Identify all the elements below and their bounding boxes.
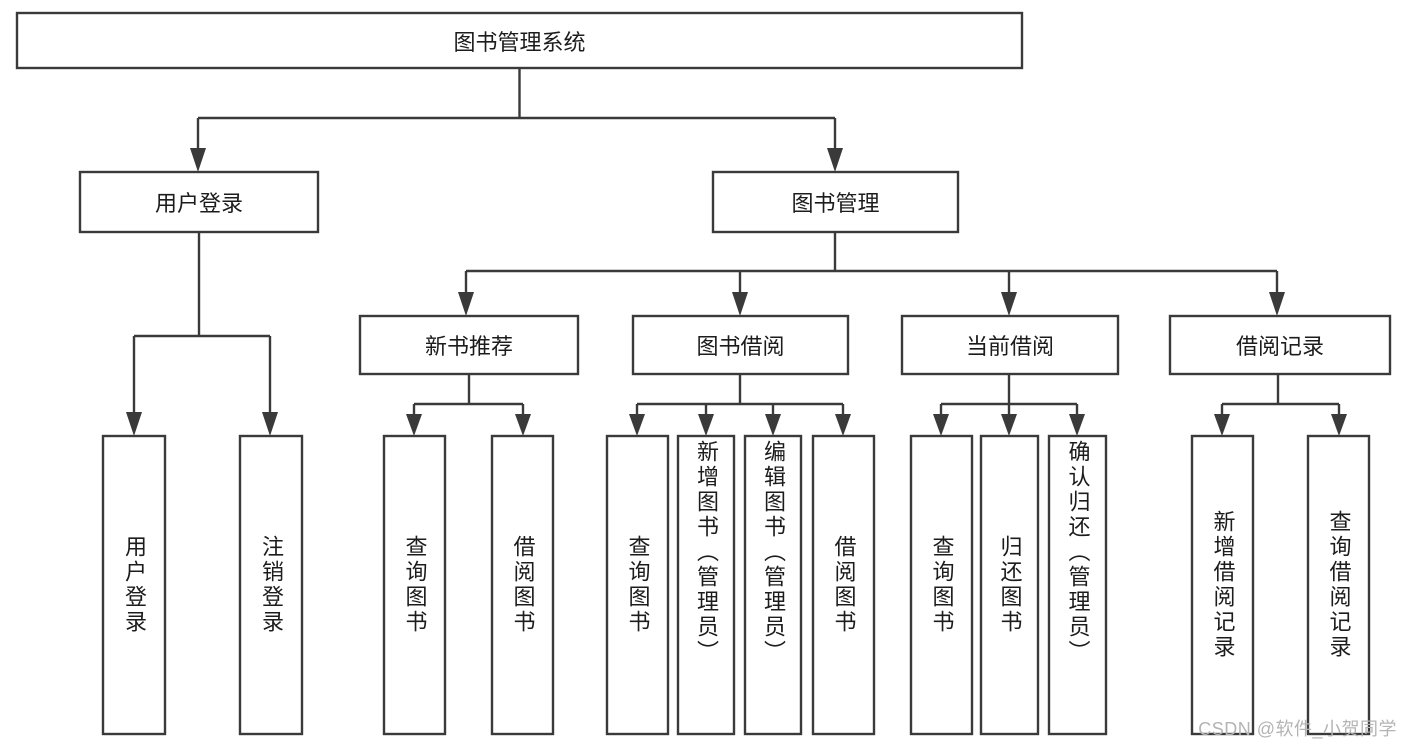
node-current-borrow-box[interactable] bbox=[900, 314, 1120, 376]
leaf-box-query-book-2[interactable] bbox=[605, 434, 670, 736]
arrow-head-leaf-query-record bbox=[1331, 414, 1347, 436]
node-book-management-box[interactable] bbox=[711, 170, 960, 234]
leaf-box-query-book-3[interactable] bbox=[909, 434, 974, 736]
arrow-head-to-new-book-rec bbox=[458, 292, 474, 316]
leaf-box-confirm-return[interactable] bbox=[1047, 434, 1108, 736]
arrow-head-to-borrow-record bbox=[1269, 292, 1285, 316]
node-book-borrow-box[interactable] bbox=[631, 314, 850, 376]
node-root-box[interactable] bbox=[15, 11, 1024, 70]
arrow-head-leaf-edit-book bbox=[765, 414, 781, 436]
arrow-head-to-current-borrow bbox=[1001, 292, 1017, 316]
arrow-head-to-book-mgmt bbox=[827, 148, 843, 172]
arrow-head-leaf-confirm-return bbox=[1069, 414, 1085, 436]
arrow-head-to-user-login bbox=[190, 148, 206, 172]
node-new-book-recommend-box[interactable] bbox=[358, 314, 580, 376]
leaf-box-borrow-book-1[interactable] bbox=[490, 434, 555, 736]
leaf-box-add-book[interactable] bbox=[676, 434, 736, 736]
arrow-head-to-book-borrow bbox=[732, 292, 748, 316]
arrow-head-leaf-query-book-1 bbox=[406, 414, 422, 436]
leaf-box-query-record[interactable] bbox=[1306, 434, 1371, 736]
leaf-box-return-book[interactable] bbox=[979, 434, 1040, 736]
arrow-head-leaf-query-book-2 bbox=[629, 414, 645, 436]
arrow-head-leaf-return-book bbox=[1001, 414, 1017, 436]
node-borrow-record-box[interactable] bbox=[1168, 314, 1392, 376]
arrow-head-leaf-logout bbox=[262, 412, 278, 436]
leaf-box-query-book-1[interactable] bbox=[382, 434, 447, 736]
arrow-head-leaf-add-record bbox=[1214, 414, 1230, 436]
leaf-box-add-record[interactable] bbox=[1190, 434, 1255, 736]
arrow-head-leaf-borrow-book-2 bbox=[835, 414, 851, 436]
arrow-head-leaf-user-login bbox=[126, 412, 142, 436]
arrow-head-leaf-add-book bbox=[698, 414, 714, 436]
leaf-box-borrow-book-2[interactable] bbox=[811, 434, 876, 736]
leaf-box-edit-book[interactable] bbox=[743, 434, 803, 736]
arrow-head-leaf-borrow-book-1 bbox=[515, 414, 531, 436]
arrow-head-leaf-query-book-3 bbox=[933, 414, 949, 436]
node-user-login-box[interactable] bbox=[78, 170, 320, 234]
leaf-box-logout[interactable] bbox=[238, 434, 304, 736]
leaf-box-user-login[interactable] bbox=[101, 434, 167, 736]
